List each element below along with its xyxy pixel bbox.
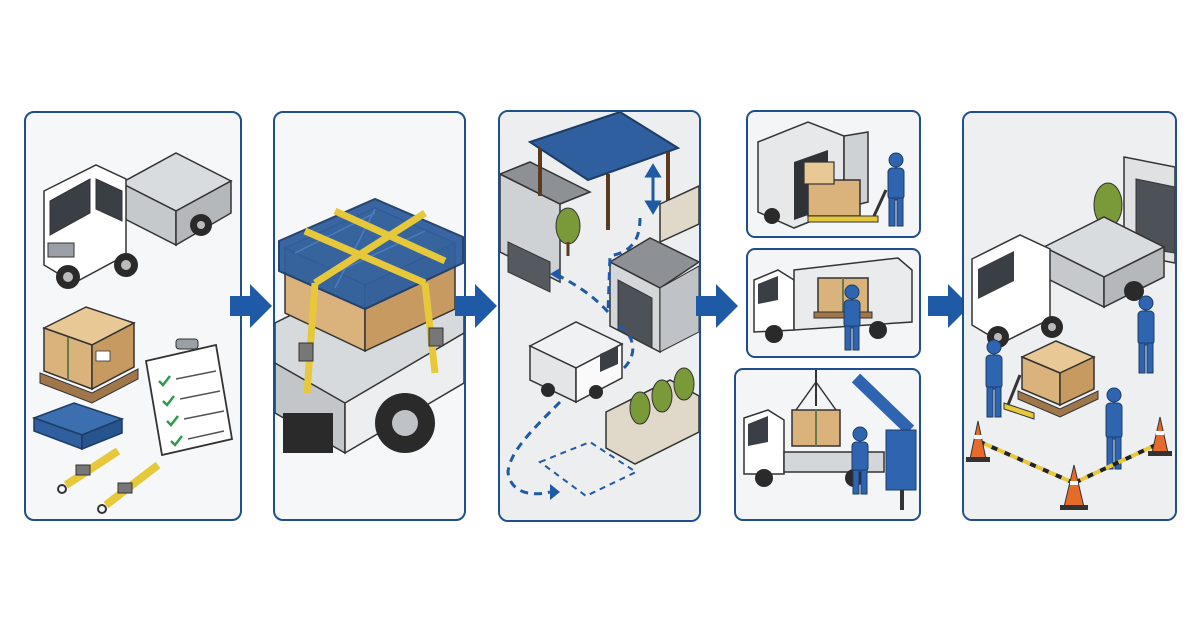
arrow-right-icon	[230, 284, 272, 328]
folded-tarp-icon	[31, 402, 125, 451]
cargo-box-icon	[1017, 340, 1099, 418]
strap-icon	[303, 207, 447, 394]
tree-icon	[555, 207, 581, 256]
traffic-cone-icon	[1148, 416, 1172, 456]
traffic-cone-icon	[1060, 464, 1088, 510]
route-arrowhead-icon	[550, 484, 560, 500]
building-icon	[500, 161, 592, 293]
arrow-right-icon	[928, 284, 970, 328]
cargo-box-icon	[791, 409, 841, 447]
step-4b-illustration	[753, 257, 913, 351]
step-4a-panel	[746, 110, 921, 238]
worker-icon	[1137, 295, 1155, 374]
traffic-cone-icon	[966, 420, 990, 462]
step-1-illustration	[31, 152, 234, 514]
flatbed-truck-icon	[971, 216, 1166, 348]
route-arrowhead-icon	[550, 268, 560, 280]
step-1-panel	[24, 111, 242, 521]
canopy-icon	[527, 112, 681, 230]
worker-icon	[985, 339, 1003, 418]
step-2-panel	[273, 111, 466, 521]
planter-icon	[605, 367, 699, 465]
step-4b-panel	[746, 248, 921, 358]
arrow-right-icon	[455, 284, 497, 328]
step-3-illustration	[500, 112, 699, 520]
rear-bumper	[283, 413, 333, 453]
route-path	[506, 217, 642, 496]
parking-zone	[537, 440, 639, 498]
step-5-panel	[962, 111, 1177, 521]
step-4c-illustration	[743, 370, 917, 510]
step-4c-panel	[734, 368, 921, 521]
worker-icon	[843, 284, 861, 351]
flow-arrow-3	[694, 282, 740, 330]
pallet-jack-icon	[807, 189, 888, 223]
step-4a-illustration	[757, 121, 905, 229]
box-truck-icon	[528, 321, 624, 404]
crane-icon	[815, 370, 917, 510]
step-3-panel	[498, 110, 701, 522]
cargo-box-icon	[39, 306, 139, 404]
cargo-box-icon	[813, 277, 873, 319]
flow-arrow-2	[453, 282, 499, 330]
pallet-jack-icon	[1003, 374, 1035, 420]
step-2-illustration	[275, 197, 464, 455]
height-arrow-icon	[644, 163, 662, 215]
flatbed-truck-icon	[43, 152, 233, 289]
step-5-illustration	[964, 113, 1175, 519]
worker-icon	[1105, 387, 1123, 470]
worker-icon	[887, 152, 905, 227]
ratchet-strap-icon	[57, 447, 161, 514]
flow-arrow-4	[926, 282, 972, 330]
flow-arrow-1	[228, 282, 274, 330]
arrow-right-icon	[696, 284, 738, 328]
barrier-chain	[977, 439, 1161, 485]
worker-icon	[851, 426, 869, 495]
checklist-clipboard-icon	[144, 338, 234, 457]
